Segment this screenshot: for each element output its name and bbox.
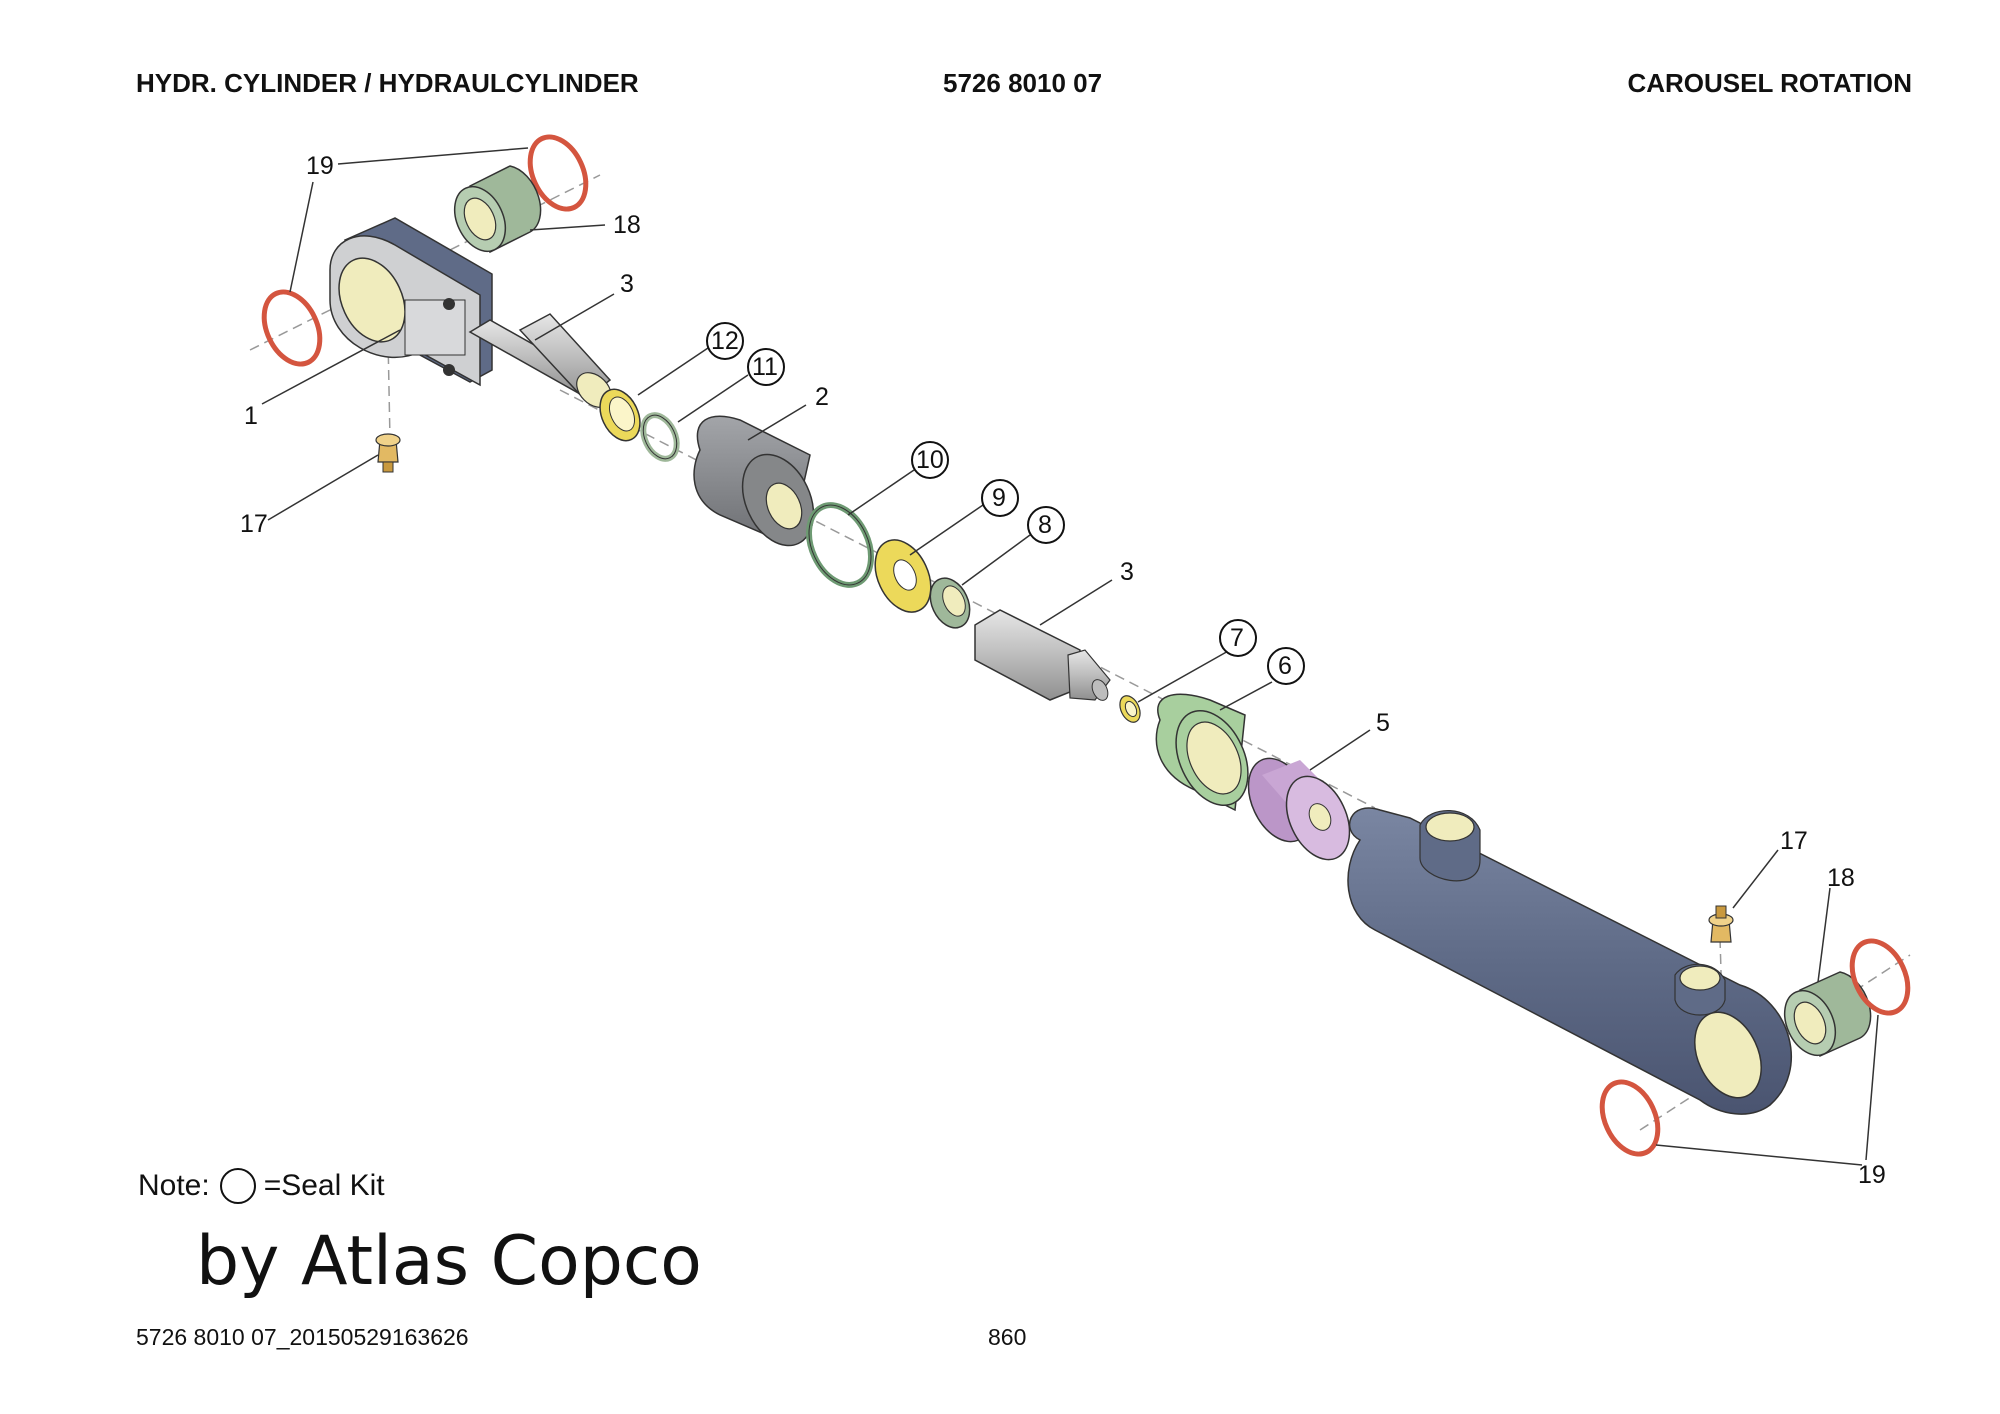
snap-ring-19-left <box>261 289 323 367</box>
grease-nipple-17-top <box>375 433 401 473</box>
callout-7: 7 <box>1230 624 1244 652</box>
callout-18-bottom: 18 <box>1827 864 1855 892</box>
footer-file-id: 5726 8010 07_20150529163626 <box>136 1324 469 1350</box>
washer-9 <box>874 539 932 613</box>
callout-17-bottom: 17 <box>1780 827 1808 855</box>
note-suffix: =Seal Kit <box>263 1169 385 1202</box>
callout-3-lower: 3 <box>1120 558 1134 586</box>
watermark: by Atlas Copco <box>196 1222 702 1301</box>
callout-8: 8 <box>1038 511 1052 539</box>
callout-17-top: 17 <box>240 510 268 538</box>
note-prefix: Note: <box>138 1169 210 1202</box>
callout-9: 9 <box>992 484 1006 512</box>
bearing-18-bottom <box>1783 971 1872 1058</box>
header-title: HYDR. CYLINDER / HYDRAULCYLINDER <box>136 68 639 98</box>
cylinder-body <box>1347 807 1793 1115</box>
header-section: CAROUSEL ROTATION <box>1627 68 1912 98</box>
seal-7 <box>1119 695 1141 723</box>
seal-kit-circles <box>706 322 1305 685</box>
seal-kit-circle-icon <box>219 1168 256 1204</box>
seal-12 <box>599 388 641 442</box>
leader-lines <box>261 147 1879 1166</box>
piston-5 <box>1247 757 1351 861</box>
callout-19-top: 19 <box>306 152 334 180</box>
callout-1: 1 <box>244 402 258 430</box>
callout-5: 5 <box>1376 709 1390 737</box>
callout-10: 10 <box>916 446 944 474</box>
callout-3-upper: 3 <box>620 270 634 298</box>
o-ring-11 <box>640 412 680 462</box>
rod-eye-1 <box>329 217 493 387</box>
ring-10 <box>806 502 874 588</box>
snap-ring-19-top <box>527 134 589 212</box>
seal-kit-note: Note: =Seal Kit <box>138 1168 385 1204</box>
callout-2: 2 <box>815 383 829 411</box>
gland-2 <box>693 415 815 547</box>
footer-page-number: 860 <box>988 1324 1027 1350</box>
header-part-number: 5726 8010 07 <box>943 68 1103 98</box>
bearing-18-top <box>453 165 542 254</box>
callout-12: 12 <box>711 327 739 355</box>
callout-11: 11 <box>752 353 778 381</box>
callout-19-bottom: 19 <box>1858 1161 1886 1189</box>
snap-ring-19-bottom-left <box>1599 1079 1661 1157</box>
grease-nipple-17-bottom <box>1708 905 1734 943</box>
callout-6: 6 <box>1278 652 1292 680</box>
bushing-8 <box>929 577 971 629</box>
snap-ring-19-bottom-right <box>1849 938 1911 1016</box>
callout-18-top: 18 <box>613 211 641 239</box>
gland-6 <box>1155 693 1249 812</box>
piston-rod-3-lower <box>974 609 1111 701</box>
